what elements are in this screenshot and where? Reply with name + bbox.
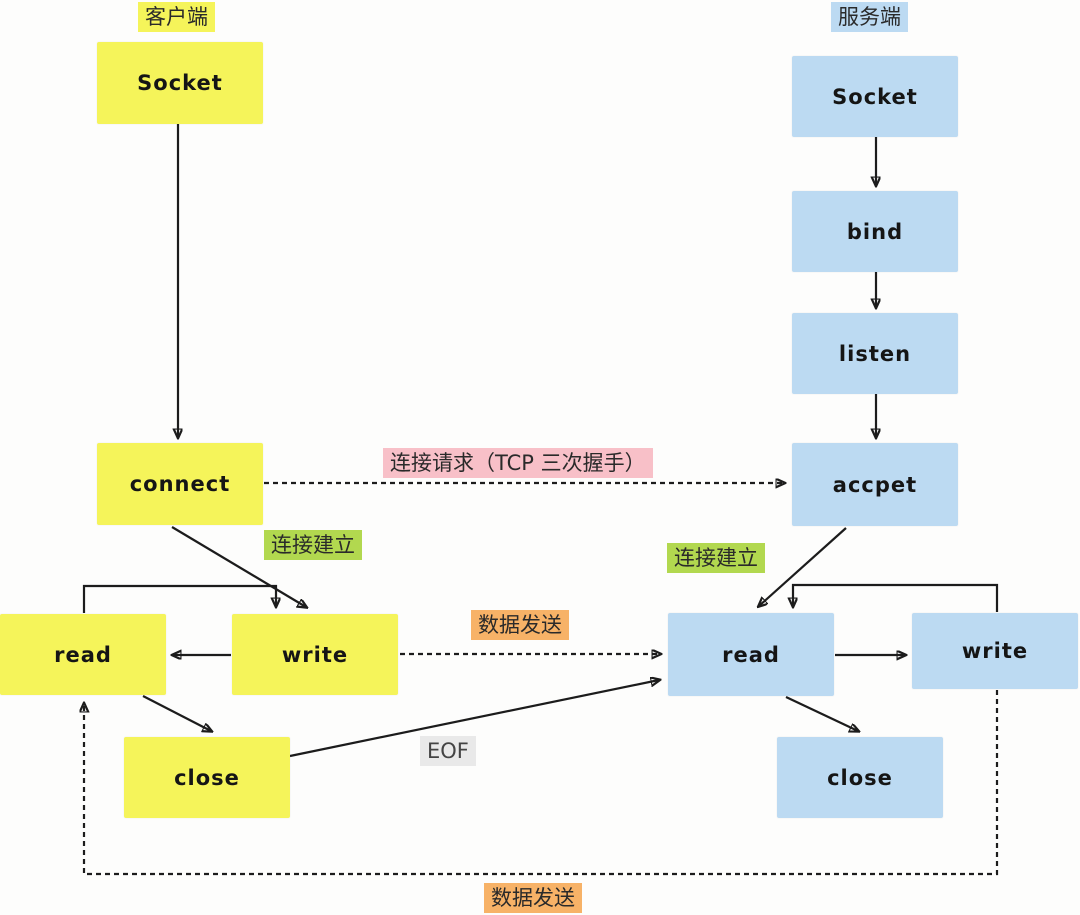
edge-label-connect-request: 连接请求（TCP 三次握手） [383, 448, 653, 478]
server-listen-node: listen [792, 313, 958, 394]
client-write-node: write [232, 614, 398, 695]
arrow-client-read-to-close [142, 695, 211, 731]
server-accpet-node: accpet [792, 443, 958, 526]
edge-label-eof: EOF [420, 736, 476, 766]
arrow-server-write-loop-to-read [793, 583, 999, 612]
arrow-server-read-to-close [785, 696, 858, 731]
server-bind-node: bind [792, 191, 958, 272]
server-close-node: close [777, 737, 943, 818]
client-column-header: 客户端 [138, 2, 215, 32]
edge-label-server-established: 连接建立 [667, 543, 765, 573]
edge-label-data-send-backward: 数据发送 [484, 883, 582, 913]
client-read-node: read [0, 614, 166, 695]
arrow-client-read-loop-to-write [82, 584, 276, 613]
server-socket-node: Socket [792, 56, 958, 137]
server-column-header: 服务端 [831, 2, 908, 32]
client-connect-node: connect [97, 443, 263, 525]
edge-label-client-established: 连接建立 [264, 530, 362, 560]
arrow-accpet-to-server-read [759, 527, 847, 606]
client-close-node: close [124, 737, 290, 818]
client-socket-node: Socket [97, 42, 263, 124]
edge-label-data-send-forward: 数据发送 [471, 610, 569, 640]
server-read-node: read [668, 613, 834, 696]
server-write-node: write [912, 613, 1078, 689]
